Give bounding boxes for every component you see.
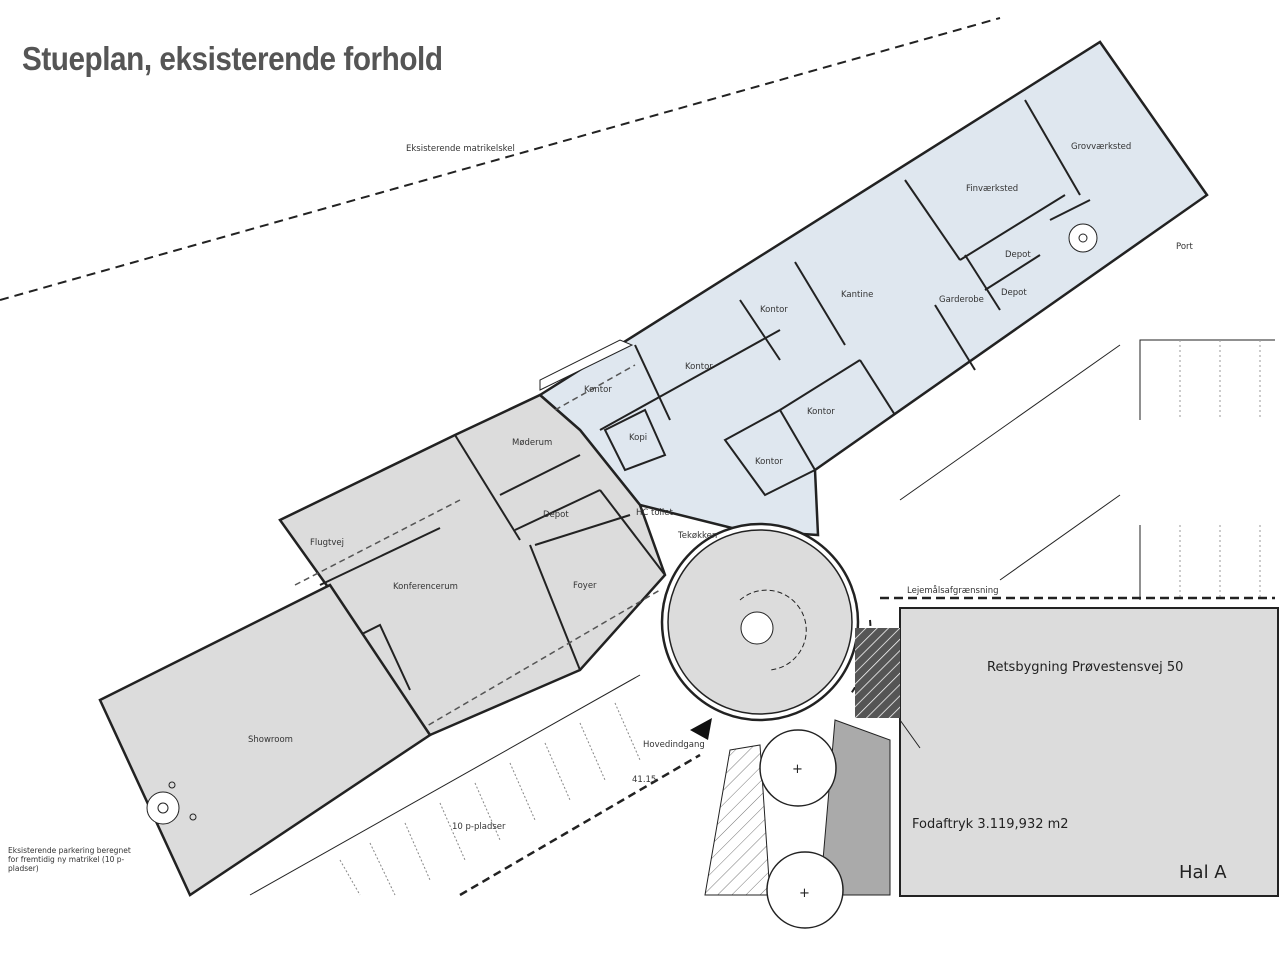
label-garderobe: Garderobe bbox=[939, 295, 984, 305]
showroom-area bbox=[98, 583, 432, 897]
entrance-arrow-icon bbox=[690, 718, 712, 740]
label-lejemaal: Lejemålsafgrænsning bbox=[907, 585, 998, 596]
paving bbox=[819, 719, 891, 896]
skylight-lines bbox=[294, 364, 661, 731]
page-title: Stueplan, eksisterende forhold bbox=[22, 40, 443, 77]
label-kontor: Kontor bbox=[685, 362, 713, 372]
label-hal-a: Hal A bbox=[1179, 862, 1227, 883]
tree-icon bbox=[766, 851, 844, 929]
label-moderum: Møderum bbox=[512, 438, 552, 448]
label-flugtvej: Flugtvej bbox=[310, 538, 344, 548]
label-depot: Depot bbox=[1005, 250, 1031, 260]
label-kontor: Kontor bbox=[755, 457, 783, 467]
label-showroom: Showroom bbox=[248, 735, 293, 745]
label-tekokken: Tekøkken bbox=[677, 531, 717, 541]
svg-text:+: + bbox=[799, 886, 810, 901]
corridor-connector bbox=[539, 339, 634, 391]
spiral-stair-icon bbox=[1068, 223, 1098, 253]
label-kontor: Kontor bbox=[760, 305, 788, 315]
label-p-pladser: 10 p-pladser bbox=[452, 822, 506, 832]
parking-grid-right bbox=[899, 339, 1275, 600]
label-hc-toilet: HC toilet bbox=[636, 508, 674, 518]
tree-icon bbox=[759, 729, 837, 807]
common-area bbox=[278, 393, 667, 737]
label-matrikelskel: Eksisterende matrikelskel bbox=[406, 144, 515, 154]
label-kopi: Kopi bbox=[629, 433, 647, 443]
parking-lot bbox=[249, 674, 701, 897]
hatched-zone bbox=[855, 628, 900, 718]
label-kontor: Kontor bbox=[807, 407, 835, 417]
label-dimension: 41.15 bbox=[632, 775, 656, 785]
parking-note: Eksisterende parkering beregnet for frem… bbox=[8, 846, 131, 873]
label-port: Port bbox=[1176, 242, 1194, 252]
svg-text:+: + bbox=[792, 762, 803, 777]
label-kontor: Kontor bbox=[584, 385, 612, 395]
label-grovvaerksted: Grovværksted bbox=[1071, 142, 1131, 152]
label-depot: Depot bbox=[543, 510, 569, 520]
label-finvaerksted: Finværksted bbox=[966, 184, 1018, 194]
office-wing bbox=[537, 40, 1209, 537]
interior-walls bbox=[599, 99, 1091, 497]
label-depot: Depot bbox=[1001, 288, 1027, 298]
common-interior-walls bbox=[319, 434, 666, 691]
label-retsbygning: Retsbygning Prøvestensvej 50 bbox=[987, 660, 1183, 675]
neighbour-building bbox=[899, 607, 1279, 897]
label-foyer: Foyer bbox=[573, 581, 597, 591]
property-line bbox=[0, 17, 1001, 301]
label-fodaftryk: Fodaftryk 3.119,932 m2 bbox=[912, 817, 1069, 832]
label-kantine: Kantine bbox=[841, 290, 873, 300]
spiral-stair-icon bbox=[146, 791, 180, 825]
label-hovedindgang: Hovedindgang bbox=[643, 740, 705, 750]
label-konferencerum: Konferencerum bbox=[393, 582, 458, 592]
